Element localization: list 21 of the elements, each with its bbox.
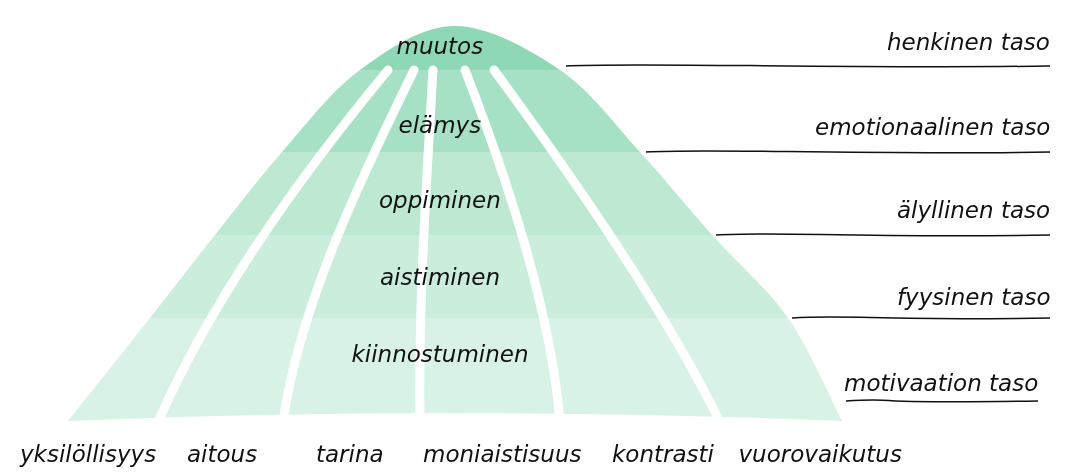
- leader-line: [565, 64, 1051, 68]
- pillar-label: aitous: [187, 440, 258, 468]
- pillar-label: kontrasti: [612, 440, 714, 468]
- level-name: muutos: [396, 32, 484, 60]
- level-label: älyllinen taso: [897, 196, 1051, 224]
- level-label: fyysinen taso: [897, 283, 1051, 311]
- level-label: henkinen taso: [887, 28, 1050, 56]
- level-name: elämys: [398, 111, 482, 139]
- level-name: oppiminen: [379, 186, 501, 214]
- level-name: kiinnostuminen: [351, 340, 529, 368]
- leader-line: [645, 150, 1051, 154]
- level-name: aistiminen: [380, 263, 500, 291]
- pillar-label: yksilöllisyys: [20, 440, 157, 468]
- pillar-label: vuorovaikutus: [738, 440, 902, 468]
- leader-line: [791, 316, 1051, 320]
- pillar-label: tarina: [316, 440, 384, 468]
- level-label: emotionaalinen taso: [815, 113, 1051, 141]
- leader-line: [715, 233, 1051, 237]
- level-label: motivaation taso: [844, 369, 1039, 397]
- leader-line: [845, 399, 1039, 403]
- pillar-label: moniaistisuus: [423, 440, 582, 468]
